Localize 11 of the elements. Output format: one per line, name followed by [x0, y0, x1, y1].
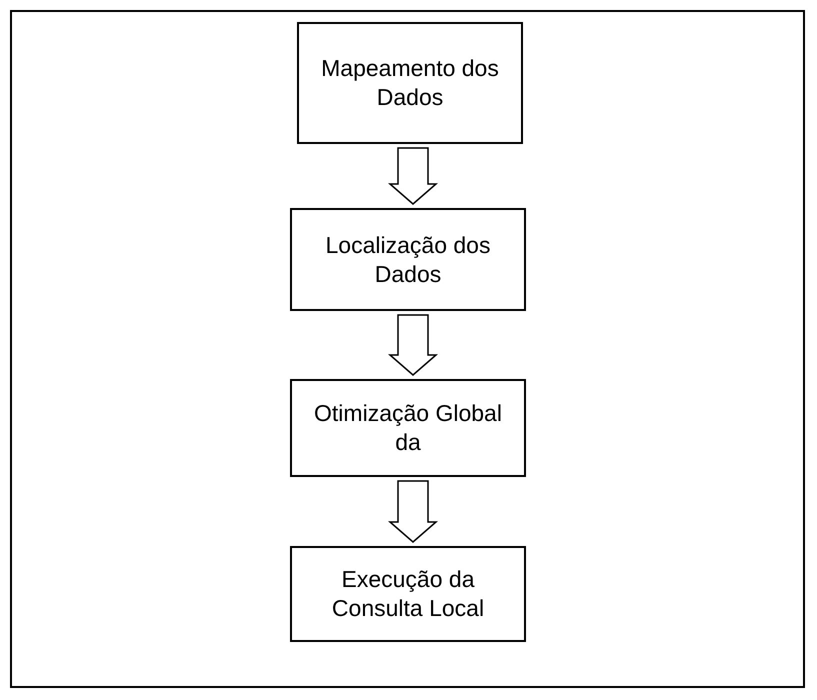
block-arrow [388, 314, 438, 376]
box-label: Localização dos Dados [324, 230, 492, 288]
box-label: Otimização Global da [313, 399, 503, 457]
box-label: Mapeamento dos Dados [320, 54, 500, 112]
block-arrow [388, 147, 438, 205]
process-box [290, 208, 526, 311]
block-arrow [388, 480, 438, 543]
process-box [290, 546, 526, 642]
process-box [290, 379, 526, 477]
box-label: Execução da Consulta Local [330, 565, 486, 623]
process-box [297, 22, 523, 144]
